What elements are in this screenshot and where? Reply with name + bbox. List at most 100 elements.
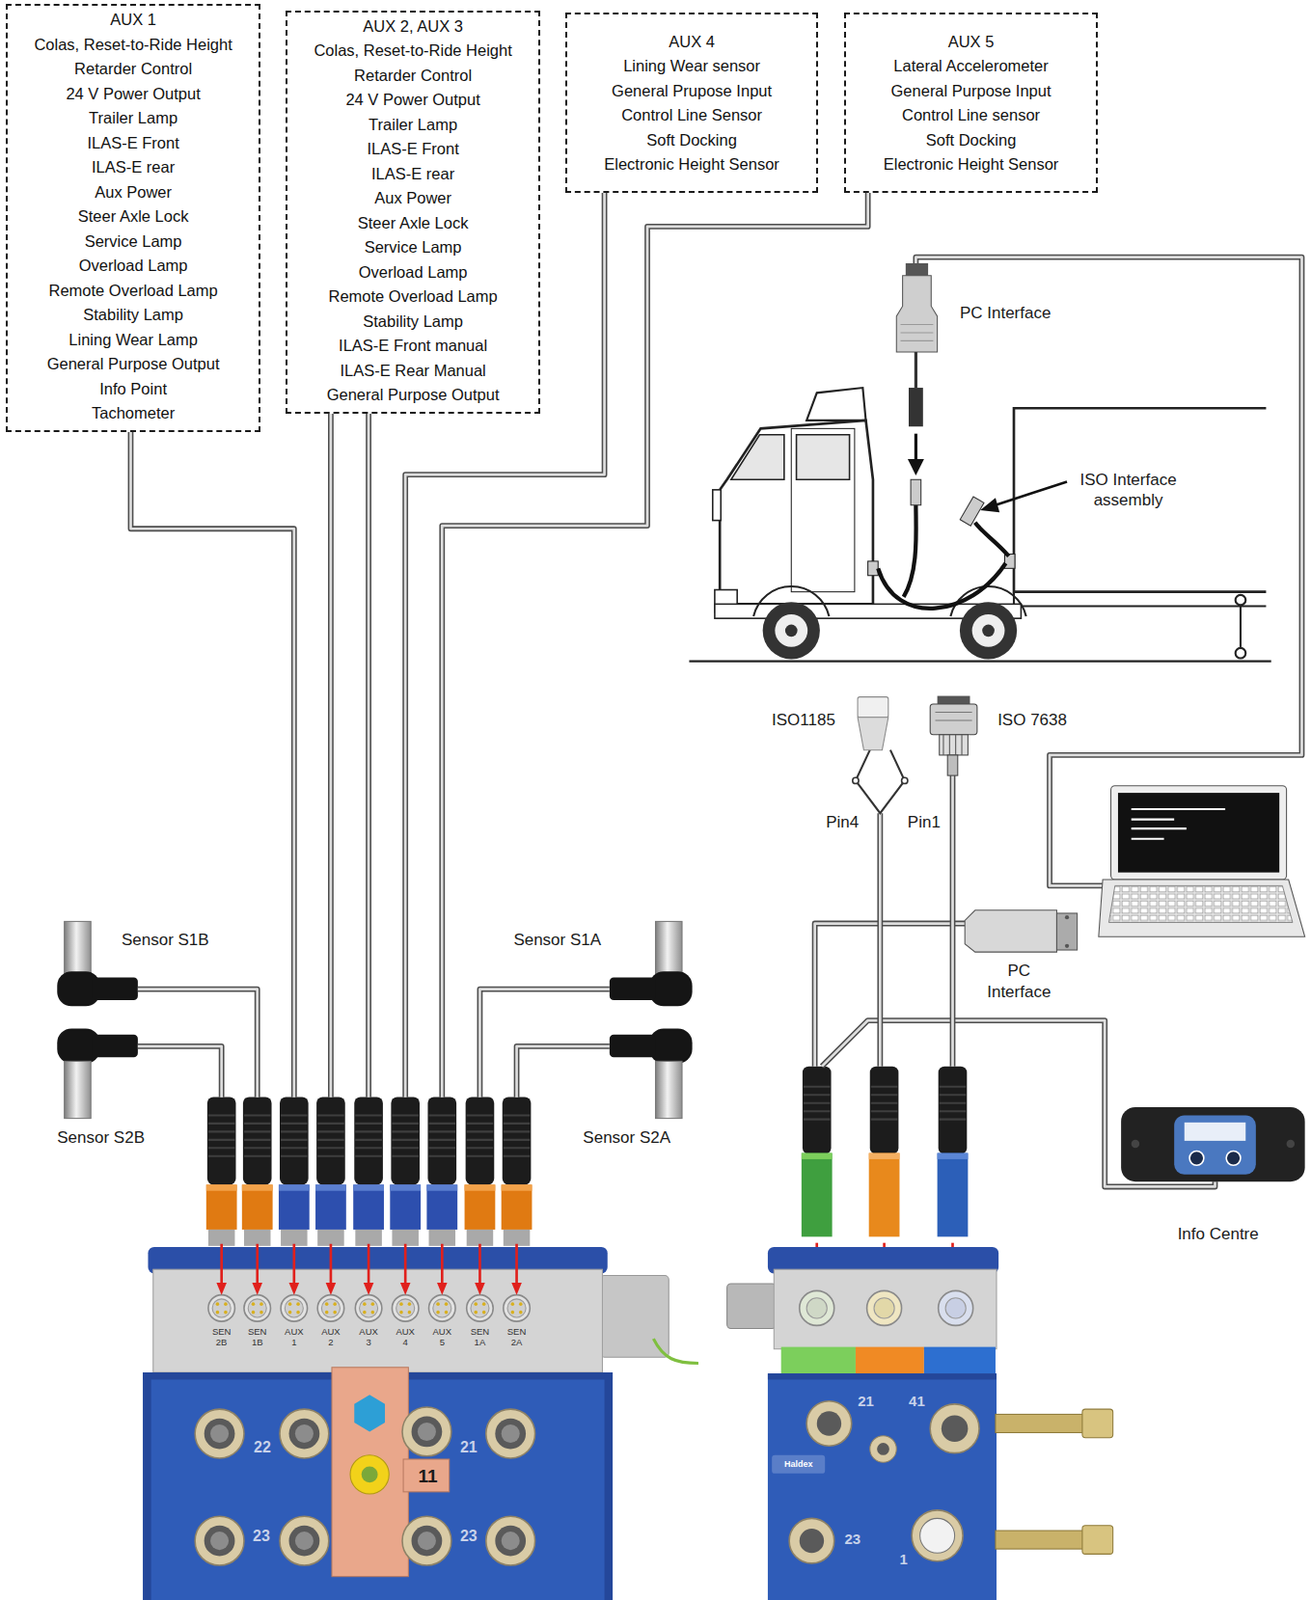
truck	[1013, 408, 1266, 592]
box-heading: AUX 4	[574, 29, 808, 55]
insert-arrow	[437, 1244, 448, 1296]
pin-label: Pin1	[907, 812, 941, 833]
port-label: AUX 3	[358, 1326, 379, 1348]
function-item: ILAS-E Front	[15, 131, 251, 157]
truck	[975, 522, 1010, 557]
function-item: General Prupose Input	[574, 79, 808, 105]
modulator-left	[142, 1247, 699, 1600]
pc-interface-plug	[914, 352, 918, 388]
box-heading: AUX 5	[853, 29, 1088, 55]
modulator-right	[817, 1411, 842, 1436]
truck	[868, 561, 879, 576]
function-item: Overload Lamp	[295, 260, 531, 286]
laptop	[1111, 786, 1287, 880]
modulator-left	[350, 1455, 389, 1495]
sensor-label: Sensor S2A	[582, 1128, 671, 1148]
pc-interface-connector	[1056, 913, 1077, 951]
function-item: Lining Wear sensor	[574, 54, 808, 80]
port-label: AUX 5	[433, 1326, 453, 1348]
plug	[242, 1096, 274, 1246]
truck	[972, 614, 1006, 648]
sensor-icon	[64, 921, 92, 980]
brand-label: Haldex	[784, 1459, 814, 1471]
port-number: 22	[253, 1438, 272, 1457]
device-label: PC Interface	[959, 302, 1052, 324]
function-item: ILAS-E Front	[295, 136, 531, 163]
modulator-left	[503, 1295, 531, 1323]
cable	[327, 413, 334, 1098]
sensor-icon	[64, 1061, 92, 1119]
insert-arrow	[289, 1244, 301, 1296]
iso-connector	[929, 704, 978, 736]
laptop	[1098, 786, 1306, 938]
cable	[950, 775, 956, 1067]
modulator-right	[869, 1153, 901, 1160]
function-item: Aux Power	[15, 180, 251, 206]
function-item: Lining Wear Lamp	[15, 327, 251, 354]
cable	[951, 775, 955, 1067]
connector-label: ISO1185	[771, 710, 836, 731]
function-item: ILAS-E Rear Manual	[295, 358, 531, 384]
modulator-right	[870, 1436, 898, 1464]
cable	[815, 257, 1303, 1188]
iso-connector	[939, 735, 969, 756]
function-item: Info Point	[15, 377, 251, 403]
modulator-right	[802, 1066, 832, 1155]
truck	[1239, 601, 1242, 654]
insert-arrow	[363, 1244, 375, 1296]
wheel-sensor: Sensor S1B	[56, 972, 138, 1008]
insert-arrow	[216, 1244, 227, 1296]
modulator-right	[781, 1347, 856, 1375]
modulator-right	[1082, 1409, 1114, 1439]
cable	[130, 432, 294, 1098]
modulator-right	[870, 1066, 900, 1155]
truck	[763, 601, 820, 659]
modulator-right	[789, 1518, 835, 1564]
truck	[785, 625, 798, 638]
box-heading: AUX 2, AUX 3	[295, 14, 531, 40]
modulator-left	[244, 1295, 272, 1323]
cable	[855, 750, 905, 815]
cable-core	[329, 413, 333, 1098]
modulator-left	[194, 1516, 245, 1566]
device-label: PC Interface	[986, 960, 1051, 1004]
modulator-left	[486, 1516, 536, 1566]
sensor-icon	[56, 921, 692, 1119]
function-item: Retarder Control	[295, 63, 531, 89]
aux-function-box: AUX 2, AUX 3Colas, Reset-to-Ride HeightR…	[285, 10, 541, 414]
plug	[206, 1096, 533, 1246]
function-item: Control Line Sensor	[574, 103, 808, 129]
aux-function-box: AUX 4Lining Wear sensorGeneral Prupose I…	[565, 12, 818, 193]
truck	[980, 497, 1000, 513]
modulator-left	[279, 1516, 329, 1566]
modulator-left	[280, 1295, 308, 1323]
function-item: 24 V Power Output	[15, 81, 251, 108]
port-number: 23	[844, 1530, 861, 1549]
modulator-right	[937, 1153, 969, 1238]
pc-interface-connector	[1065, 944, 1069, 949]
socket-port: AUX 3	[350, 1097, 387, 1374]
sensor-icon	[609, 978, 656, 1001]
truck	[712, 490, 721, 521]
modulator-right	[801, 1066, 969, 1238]
port-number: 21	[460, 1438, 478, 1457]
function-item: Control Line sensor	[853, 103, 1088, 129]
socket-port: SEN 1A	[461, 1097, 498, 1374]
function-item: General Purpose Output	[15, 352, 251, 378]
truck	[959, 601, 1017, 659]
cable	[878, 813, 882, 1066]
pc-interface-plug	[908, 387, 924, 427]
function-item: Soft Docking	[574, 128, 808, 154]
wheel-sensor: Sensor S2B	[56, 1029, 138, 1065]
modulator-right	[869, 1153, 901, 1238]
cable	[876, 813, 883, 1066]
iso-connector	[857, 696, 978, 777]
insert-arrow	[251, 1244, 263, 1296]
sensor-icon	[655, 1061, 683, 1119]
cable-group	[137, 1046, 222, 1098]
sensor-icon	[655, 921, 683, 980]
truck	[1235, 595, 1247, 606]
function-item: Soft Docking	[853, 128, 1088, 154]
truck	[688, 387, 1271, 662]
